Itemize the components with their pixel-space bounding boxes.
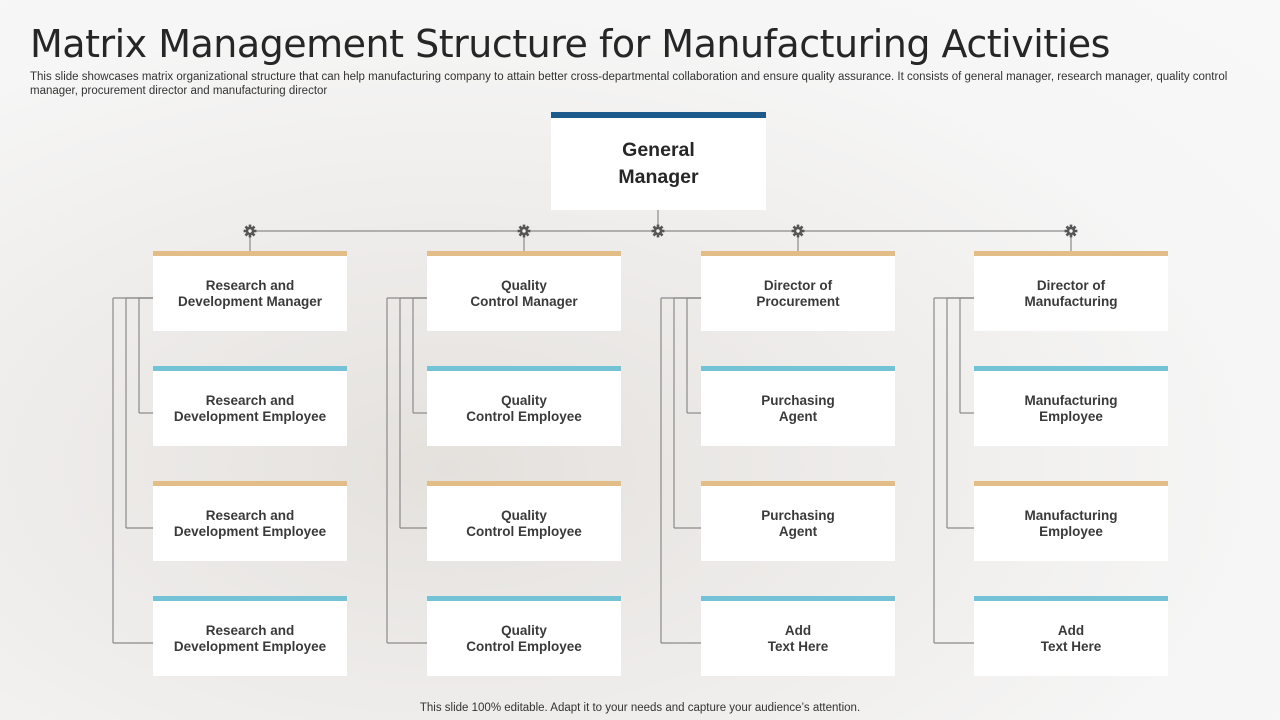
role-box-col2-row3[interactable]: Quality Control Employee [427,481,621,561]
page-subtitle: This slide showcases matrix organization… [30,71,1228,97]
role-label: Research and Development Manager [177,277,323,309]
role-label: Director of Manufacturing [1024,277,1118,309]
role-label: Add Text Here [767,622,829,654]
role-label: Director of Procurement [756,277,840,309]
role-label: Add Text Here [1040,622,1102,654]
role-box-col4-row1[interactable]: Director of Manufacturing [974,251,1168,331]
general-manager-box[interactable]: General Manager [551,112,766,210]
column-junction-gear-icon-1 [243,224,257,238]
role-box-col2-row4[interactable]: Quality Control Employee [427,596,621,676]
role-label: Purchasing Agent [761,392,835,424]
role-box-col4-row3[interactable]: Manufacturing Employee [974,481,1168,561]
role-label: Research and Development Employee [173,507,327,539]
general-manager-label: General Manager [618,139,699,188]
role-label: Quality Control Manager [470,277,578,309]
role-label: Purchasing Agent [761,507,835,539]
column-junction-gear-icon-2 [517,224,531,238]
role-label: Research and Development Employee [173,392,327,424]
role-box-col2-row2[interactable]: Quality Control Employee [427,366,621,446]
role-label: Quality Control Employee [466,507,582,539]
role-box-col3-row2[interactable]: Purchasing Agent [701,366,895,446]
role-label: Research and Development Employee [173,622,327,654]
role-box-col2-row1[interactable]: Quality Control Manager [427,251,621,331]
role-box-col1-row4[interactable]: Research and Development Employee [153,596,347,676]
footer-note: This slide 100% editable. Adapt it to yo… [419,702,861,714]
role-box-col1-row3[interactable]: Research and Development Employee [153,481,347,561]
role-box-col3-row1[interactable]: Director of Procurement [701,251,895,331]
column-junction-gear-icon-3 [791,224,805,238]
role-box-col1-row2[interactable]: Research and Development Employee [153,366,347,446]
page-title: Matrix Management Structure for Manufact… [30,22,1110,66]
role-box-col3-row4[interactable]: Add Text Here [701,596,895,676]
gm-junction-gear-icon [651,224,665,238]
role-box-col3-row3[interactable]: Purchasing Agent [701,481,895,561]
role-box-col1-row1[interactable]: Research and Development Manager [153,251,347,331]
role-label: Quality Control Employee [466,622,582,654]
role-label: Manufacturing Employee [1024,507,1118,539]
role-box-col4-row4[interactable]: Add Text Here [974,596,1168,676]
column-junction-gear-icon-4 [1064,224,1078,238]
role-label: Quality Control Employee [466,392,582,424]
role-label: Manufacturing Employee [1024,392,1118,424]
role-box-col4-row2[interactable]: Manufacturing Employee [974,366,1168,446]
